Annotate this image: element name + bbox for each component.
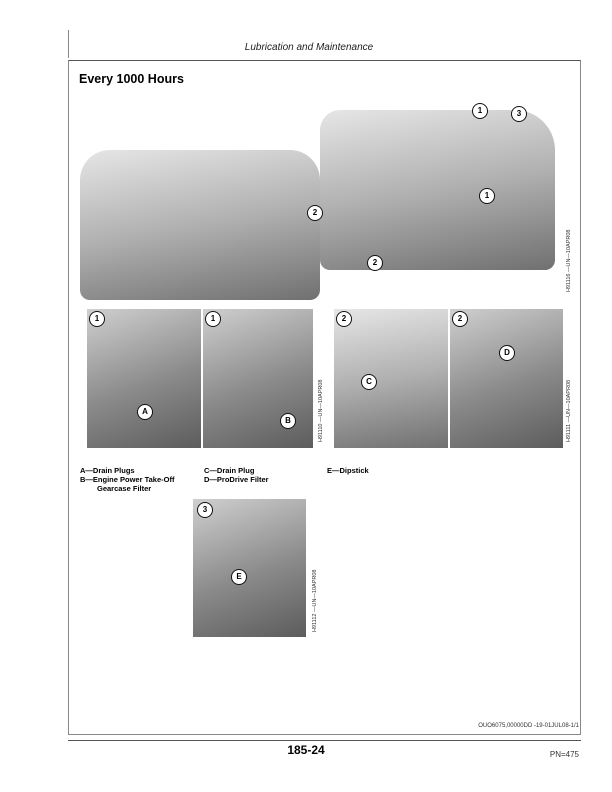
content-frame <box>68 60 581 735</box>
drain-plug-photo <box>334 309 448 448</box>
section-header: Lubrication and Maintenance <box>244 42 374 53</box>
pn-number: PN=475 <box>549 750 579 759</box>
legend-e: E—Dipstick <box>327 466 369 475</box>
figure-id: H91110 —UN—10APR08 <box>318 379 324 442</box>
combine-rear-photo <box>80 150 320 300</box>
callout-1: 1 <box>205 311 221 327</box>
combine-front-photo <box>320 110 555 270</box>
callout-3: 3 <box>197 502 213 518</box>
legend-d: D—ProDrive Filter <box>204 475 269 484</box>
callout-e: E <box>231 569 247 585</box>
document-id: OUO6075,00000DD -19-01JUL08-1/1 <box>478 723 579 729</box>
drain-plugs-photo <box>87 309 201 448</box>
divider <box>68 740 581 741</box>
prodrive-filter-photo <box>450 309 563 448</box>
legend-b: B—Engine Power Take-Off <box>80 475 175 484</box>
callout-2: 2 <box>307 205 323 221</box>
page-title: Every 1000 Hours <box>79 72 184 86</box>
page-number: 185-24 <box>287 743 325 757</box>
callout-2: 2 <box>452 311 468 327</box>
callout-3: 3 <box>511 106 527 122</box>
divider <box>68 30 69 58</box>
callout-c: C <box>361 374 377 390</box>
callout-2: 2 <box>336 311 352 327</box>
callout-2: 2 <box>367 255 383 271</box>
dipstick-photo <box>193 499 306 637</box>
figure-id: H91116 —UN—10APR08 <box>566 229 572 292</box>
callout-1: 1 <box>472 103 488 119</box>
callout-a: A <box>137 404 153 420</box>
callout-b: B <box>280 413 296 429</box>
legend-b-cont: Gearcase Filter <box>97 484 152 493</box>
figure-id: H91111 —UN—10APR08 <box>566 379 572 442</box>
figure-id: H91112 —UN—10APR08 <box>312 569 318 632</box>
legend-a: A—Drain Plugs <box>80 466 135 475</box>
legend-c: C—Drain Plug <box>204 466 255 475</box>
callout-1: 1 <box>89 311 105 327</box>
gearcase-filter-photo <box>203 309 313 448</box>
callout-1: 1 <box>479 188 495 204</box>
callout-d: D <box>499 345 515 361</box>
